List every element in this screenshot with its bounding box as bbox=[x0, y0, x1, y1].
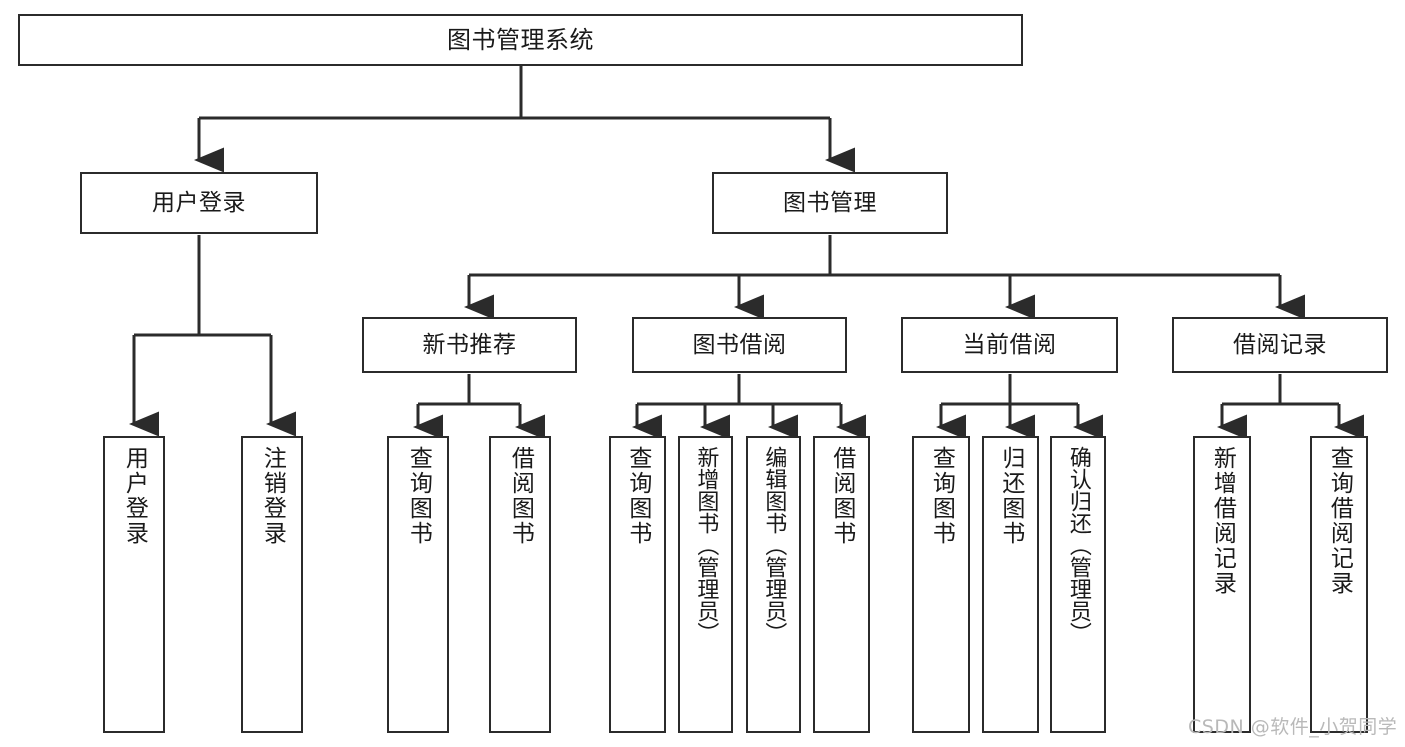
node-book-manage-label: 图书管理 bbox=[783, 189, 877, 216]
node-new-book-recommend[interactable]: 新书推荐 bbox=[362, 317, 577, 373]
leaf-edit-book[interactable]: 编辑图书（管理员） bbox=[746, 436, 801, 733]
node-book-borrow[interactable]: 图书借阅 bbox=[632, 317, 847, 373]
leaf-query-book-3[interactable]: 查询图书 bbox=[912, 436, 970, 733]
leaf-logout[interactable]: 注销登录 bbox=[241, 436, 303, 733]
node-user-login[interactable]: 用户登录 bbox=[80, 172, 318, 234]
node-user-login-label: 用户登录 bbox=[152, 189, 246, 216]
leaf-edit-book-label: 编辑图书（管理员） bbox=[761, 446, 787, 644]
leaf-query-record[interactable]: 查询借阅记录 bbox=[1310, 436, 1368, 733]
leaf-add-book[interactable]: 新增图书（管理员） bbox=[678, 436, 733, 733]
leaf-confirm-return[interactable]: 确认归还（管理员） bbox=[1050, 436, 1106, 733]
node-book-borrow-label: 图书借阅 bbox=[692, 331, 787, 358]
leaf-return-book[interactable]: 归还图书 bbox=[982, 436, 1039, 733]
leaf-return-book-label: 归还图书 bbox=[997, 446, 1024, 546]
leaf-query-book-2[interactable]: 查询图书 bbox=[609, 436, 666, 733]
csdn-watermark: CSDN @软件_小贺同学 bbox=[1188, 716, 1398, 738]
leaf-user-login-label: 用户登录 bbox=[121, 446, 148, 546]
leaf-add-book-label: 新增图书（管理员） bbox=[693, 446, 719, 644]
leaf-query-book-1[interactable]: 查询图书 bbox=[387, 436, 449, 733]
leaf-borrow-book-2[interactable]: 借阅图书 bbox=[813, 436, 870, 733]
leaf-user-login[interactable]: 用户登录 bbox=[103, 436, 165, 733]
node-current-borrow-label: 当前借阅 bbox=[962, 331, 1057, 358]
leaf-borrow-book-1[interactable]: 借阅图书 bbox=[489, 436, 551, 733]
node-current-borrow[interactable]: 当前借阅 bbox=[901, 317, 1118, 373]
node-root-label: 图书管理系统 bbox=[447, 26, 594, 54]
leaf-add-record[interactable]: 新增借阅记录 bbox=[1193, 436, 1251, 733]
leaf-query-book-1-label: 查询图书 bbox=[405, 446, 432, 546]
node-borrow-record[interactable]: 借阅记录 bbox=[1172, 317, 1388, 373]
leaf-logout-label: 注销登录 bbox=[259, 446, 286, 546]
node-book-manage[interactable]: 图书管理 bbox=[712, 172, 948, 234]
node-new-book-recommend-label: 新书推荐 bbox=[422, 331, 517, 358]
leaf-borrow-book-2-label: 借阅图书 bbox=[828, 446, 855, 546]
node-root[interactable]: 图书管理系统 bbox=[18, 14, 1023, 66]
node-borrow-record-label: 借阅记录 bbox=[1233, 331, 1327, 358]
leaf-borrow-book-1-label: 借阅图书 bbox=[507, 446, 534, 546]
leaf-add-record-label: 新增借阅记录 bbox=[1209, 446, 1236, 596]
leaf-query-record-label: 查询借阅记录 bbox=[1326, 446, 1353, 596]
leaf-query-book-2-label: 查询图书 bbox=[624, 446, 651, 546]
leaf-confirm-return-label: 确认归还（管理员） bbox=[1065, 446, 1091, 644]
leaf-query-book-3-label: 查询图书 bbox=[928, 446, 955, 546]
